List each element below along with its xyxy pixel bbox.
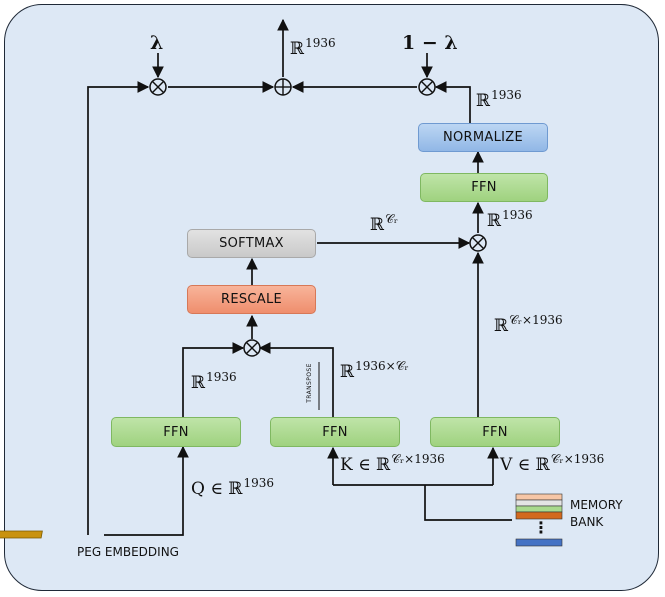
v-input-label: V ∈ ℝ𝒞ᵣ×1936 <box>500 452 605 475</box>
v-path-dim: ℝ𝒞ᵣ×1936 <box>494 313 563 336</box>
rescale-label: RESCALE <box>220 292 283 307</box>
memory-bank-label-line1: MEMORY <box>570 498 623 512</box>
lambda-label: λ <box>150 32 164 54</box>
ffn-top-label: FFN <box>471 180 497 195</box>
diagram-frame <box>4 4 659 591</box>
one-minus-lambda-label: 1 − λ <box>402 32 458 54</box>
memory-bank-label-line2: BANK <box>570 515 604 529</box>
memory-layer-2 <box>515 499 563 507</box>
peg-embedding-label: PEG EMBEDDING <box>77 545 179 559</box>
ffn-q-block: FFN <box>111 417 241 447</box>
softmax-out-dim: ℝ𝒞ᵣ <box>370 212 399 235</box>
k-input-label: K ∈ ℝ𝒞ᵣ×1936 <box>340 452 445 475</box>
edge-peg-skip <box>87 81 150 535</box>
k-path-dim: ℝ1936×𝒞ᵣ <box>340 359 409 382</box>
ffn-k-label: FFN <box>322 424 348 440</box>
ffn-top-block: FFN <box>420 173 548 202</box>
softmax-block: SOFTMAX <box>187 229 316 258</box>
ffn-v-block: FFN <box>430 417 560 447</box>
normalize-label: NORMALIZE <box>443 130 523 145</box>
ffn-v-label: FFN <box>482 424 508 440</box>
edge-normalize-to-mult <box>434 81 471 123</box>
memory-layer-last <box>515 538 563 547</box>
ffn-top-out-dim: ℝ1936 <box>487 208 533 231</box>
top-output-dim: ℝ1936 <box>290 36 336 59</box>
memory-stack-dots: ⋮ <box>533 518 549 537</box>
memory-layer-3 <box>515 505 563 513</box>
transpose-label: TRANSPOSE <box>305 363 313 403</box>
q-path-dim: ℝ1936 <box>191 370 237 393</box>
edge-ffn-k-to-mult <box>258 342 334 417</box>
memory-layer-1 <box>515 493 563 501</box>
peg-embedding-bar <box>0 530 43 539</box>
rescale-block: RESCALE <box>187 285 316 314</box>
memory-bank-stack <box>515 493 563 547</box>
memory-layer-4 <box>515 511 563 520</box>
ffn-k-block: FFN <box>270 417 400 447</box>
edge-peg-to-ffn-q <box>104 445 189 536</box>
normalize-block: NORMALIZE <box>418 123 548 152</box>
q-input-label: Q ∈ ℝ1936 <box>191 476 275 499</box>
edge-ffn-q-to-mult <box>182 342 245 417</box>
right-top-dim: ℝ1936 <box>476 88 522 111</box>
edge-memory-bank <box>424 485 512 521</box>
ffn-q-label: FFN <box>163 424 189 440</box>
softmax-label: SOFTMAX <box>219 236 284 251</box>
